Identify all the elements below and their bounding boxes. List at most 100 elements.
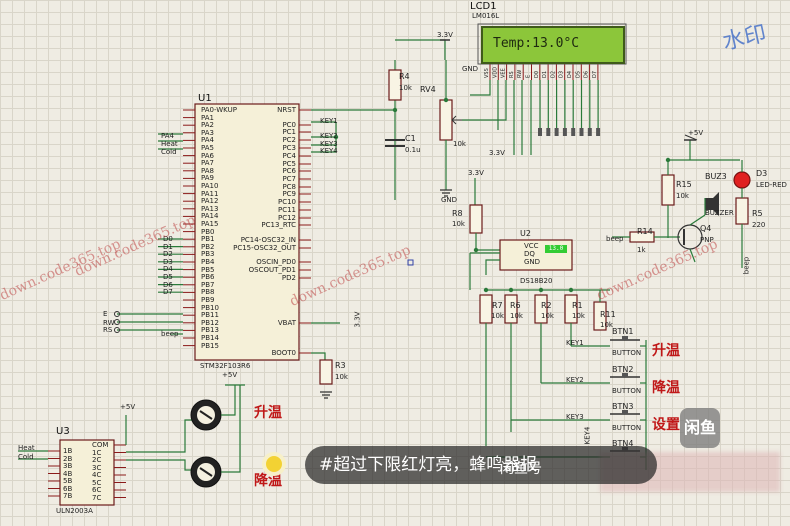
net-pa4: PA4 <box>161 132 175 140</box>
r15-ref: R15 <box>676 180 692 189</box>
mcu-left-pin-label: PA12 <box>201 197 219 206</box>
data-bus-label: D1 <box>163 242 173 251</box>
net-key4: KEY4 <box>320 147 338 155</box>
rv4-potentiometer <box>439 99 453 141</box>
r7-ref: R7 <box>492 301 503 310</box>
u2-pin-vcc: VCC <box>524 242 539 250</box>
c1-ref: C1 <box>405 134 416 143</box>
r5-resistor <box>735 197 749 225</box>
u3-pin-label-right: 1C <box>92 448 102 457</box>
mcu-left-pin-label: PB10 <box>201 303 219 312</box>
junction-dot <box>333 134 339 140</box>
cursor-marker-icon <box>407 259 414 266</box>
net-terminal <box>114 319 120 325</box>
junction-dot <box>443 97 449 103</box>
mcu-left-pin-label: PB13 <box>201 326 219 335</box>
u3-pin-label-left: 1B <box>63 447 73 455</box>
mcu-left-pin-label: PA15 <box>201 220 219 228</box>
ds-pullup <box>475 233 500 251</box>
btn3-label: 设置 <box>652 417 680 433</box>
mcu-left-pin-label: PB6 <box>201 273 215 282</box>
r14-ref: R14 <box>637 227 653 236</box>
junction-dot <box>483 287 489 293</box>
junction-dot <box>568 287 574 293</box>
v5-label-2: +5V <box>120 403 136 411</box>
u3-pin-label-right: 7C <box>92 493 102 502</box>
lcd-pin-label: VEE <box>501 68 507 78</box>
lcd-ref: LCD1 <box>470 1 497 12</box>
mcu-left-pin-label: PB8 <box>201 288 215 297</box>
u2-pin-dq: DQ <box>524 250 535 258</box>
mcu-right-pin-label: PC1 <box>282 128 296 136</box>
btn-net-key2: KEY2 <box>566 376 584 384</box>
gnd-label-1: GND <box>462 65 479 73</box>
lcd-vss <box>470 80 491 96</box>
u3-ref: U3 <box>56 426 70 437</box>
mcu-left-pin-label: PB1 <box>201 235 215 244</box>
lcd-net-tag <box>596 128 601 136</box>
beep-net-2: beep <box>606 235 624 243</box>
button-cap <box>622 336 628 340</box>
lcd-pin-label: E <box>526 75 532 78</box>
ds-gnd <box>485 259 500 275</box>
net-heat: Heat <box>161 140 178 148</box>
lcd-pin-label: D7 <box>592 71 598 78</box>
rv4-wiper <box>451 115 462 125</box>
motor-shaft <box>199 467 213 477</box>
btn-net-key4: KEY4 <box>583 426 592 445</box>
r4-resistor <box>388 69 402 101</box>
junction-dot <box>473 247 479 253</box>
u3-pin-label-left: 5B <box>63 477 73 485</box>
lcd-frame <box>477 23 627 65</box>
u3-pin-label-right: COM <box>92 441 109 449</box>
mcu-left-pin-label: PB5 <box>201 265 215 274</box>
record-indicator <box>262 452 286 476</box>
lcd-pin-label: VDD <box>492 67 498 78</box>
motor-down-wire <box>126 459 192 471</box>
lcd-vee <box>492 80 507 121</box>
mcu-right-pin-label: PC5 <box>282 160 296 168</box>
beep-net-3: beep <box>742 256 751 275</box>
u3-pin-label-right: 4C <box>92 471 102 479</box>
data-bus-label: D6 <box>163 280 173 289</box>
motor-up-wire <box>126 419 192 453</box>
mcu-right-pin-label: PC7 <box>282 175 296 183</box>
r4-val: 10k <box>399 84 412 92</box>
btn2-label: 降温 <box>652 380 680 396</box>
mcu-left-pin-label: PB0 <box>201 227 215 236</box>
mcu-right-pin-label: PC4 <box>282 152 296 160</box>
d3-part: LED-RED <box>756 181 787 189</box>
uln2003-body <box>59 439 115 506</box>
net-key2: KEY2 <box>320 132 338 140</box>
btn1-label: 升温 <box>652 343 680 359</box>
u3-part: ULN2003A <box>56 507 93 515</box>
data-bus-label: D3 <box>163 257 173 266</box>
mcu-right-pin-label: PC13_RTC <box>261 221 296 229</box>
junction-dot <box>508 287 514 293</box>
gnd-symbol-r3 <box>320 391 332 399</box>
mcu-right-pin-label: PC0 <box>282 121 296 129</box>
data-bus-label: D5 <box>163 273 173 281</box>
mcu-left-pin-label: PA14 <box>201 212 219 221</box>
u3-pin-label-left: 2B <box>63 454 73 463</box>
net-e: E <box>103 310 108 318</box>
mcu-left-pin-label: PB2 <box>201 242 215 251</box>
u3-pin-label-left: 7B <box>63 492 73 500</box>
mcu-left-pin-label: PB3 <box>201 250 215 259</box>
lcd-net-tag <box>562 128 567 136</box>
u3-pin-label-left: 3B <box>63 462 73 470</box>
net-rw: RW <box>103 319 115 327</box>
mcu-left-pin-label: PA3 <box>201 128 215 137</box>
btn3-part: BUTTON <box>612 424 642 432</box>
lcd-pin-label: D6 <box>584 71 590 78</box>
lcd-net-tag <box>587 128 592 136</box>
btn2-ref: BTN2 <box>612 365 634 374</box>
lcd-display: Temp:13.0°C <box>481 26 625 64</box>
rv4-val: 10k <box>453 140 466 148</box>
mcu-left-pin-label: PA6 <box>201 151 215 160</box>
lcd-pin-label: VSS <box>484 68 490 78</box>
gnd-label-2: GND <box>441 196 458 204</box>
net-beep: beep <box>161 330 179 338</box>
u3-pin-label-left: 4B <box>63 469 73 478</box>
r6-val: 10k <box>510 312 523 320</box>
